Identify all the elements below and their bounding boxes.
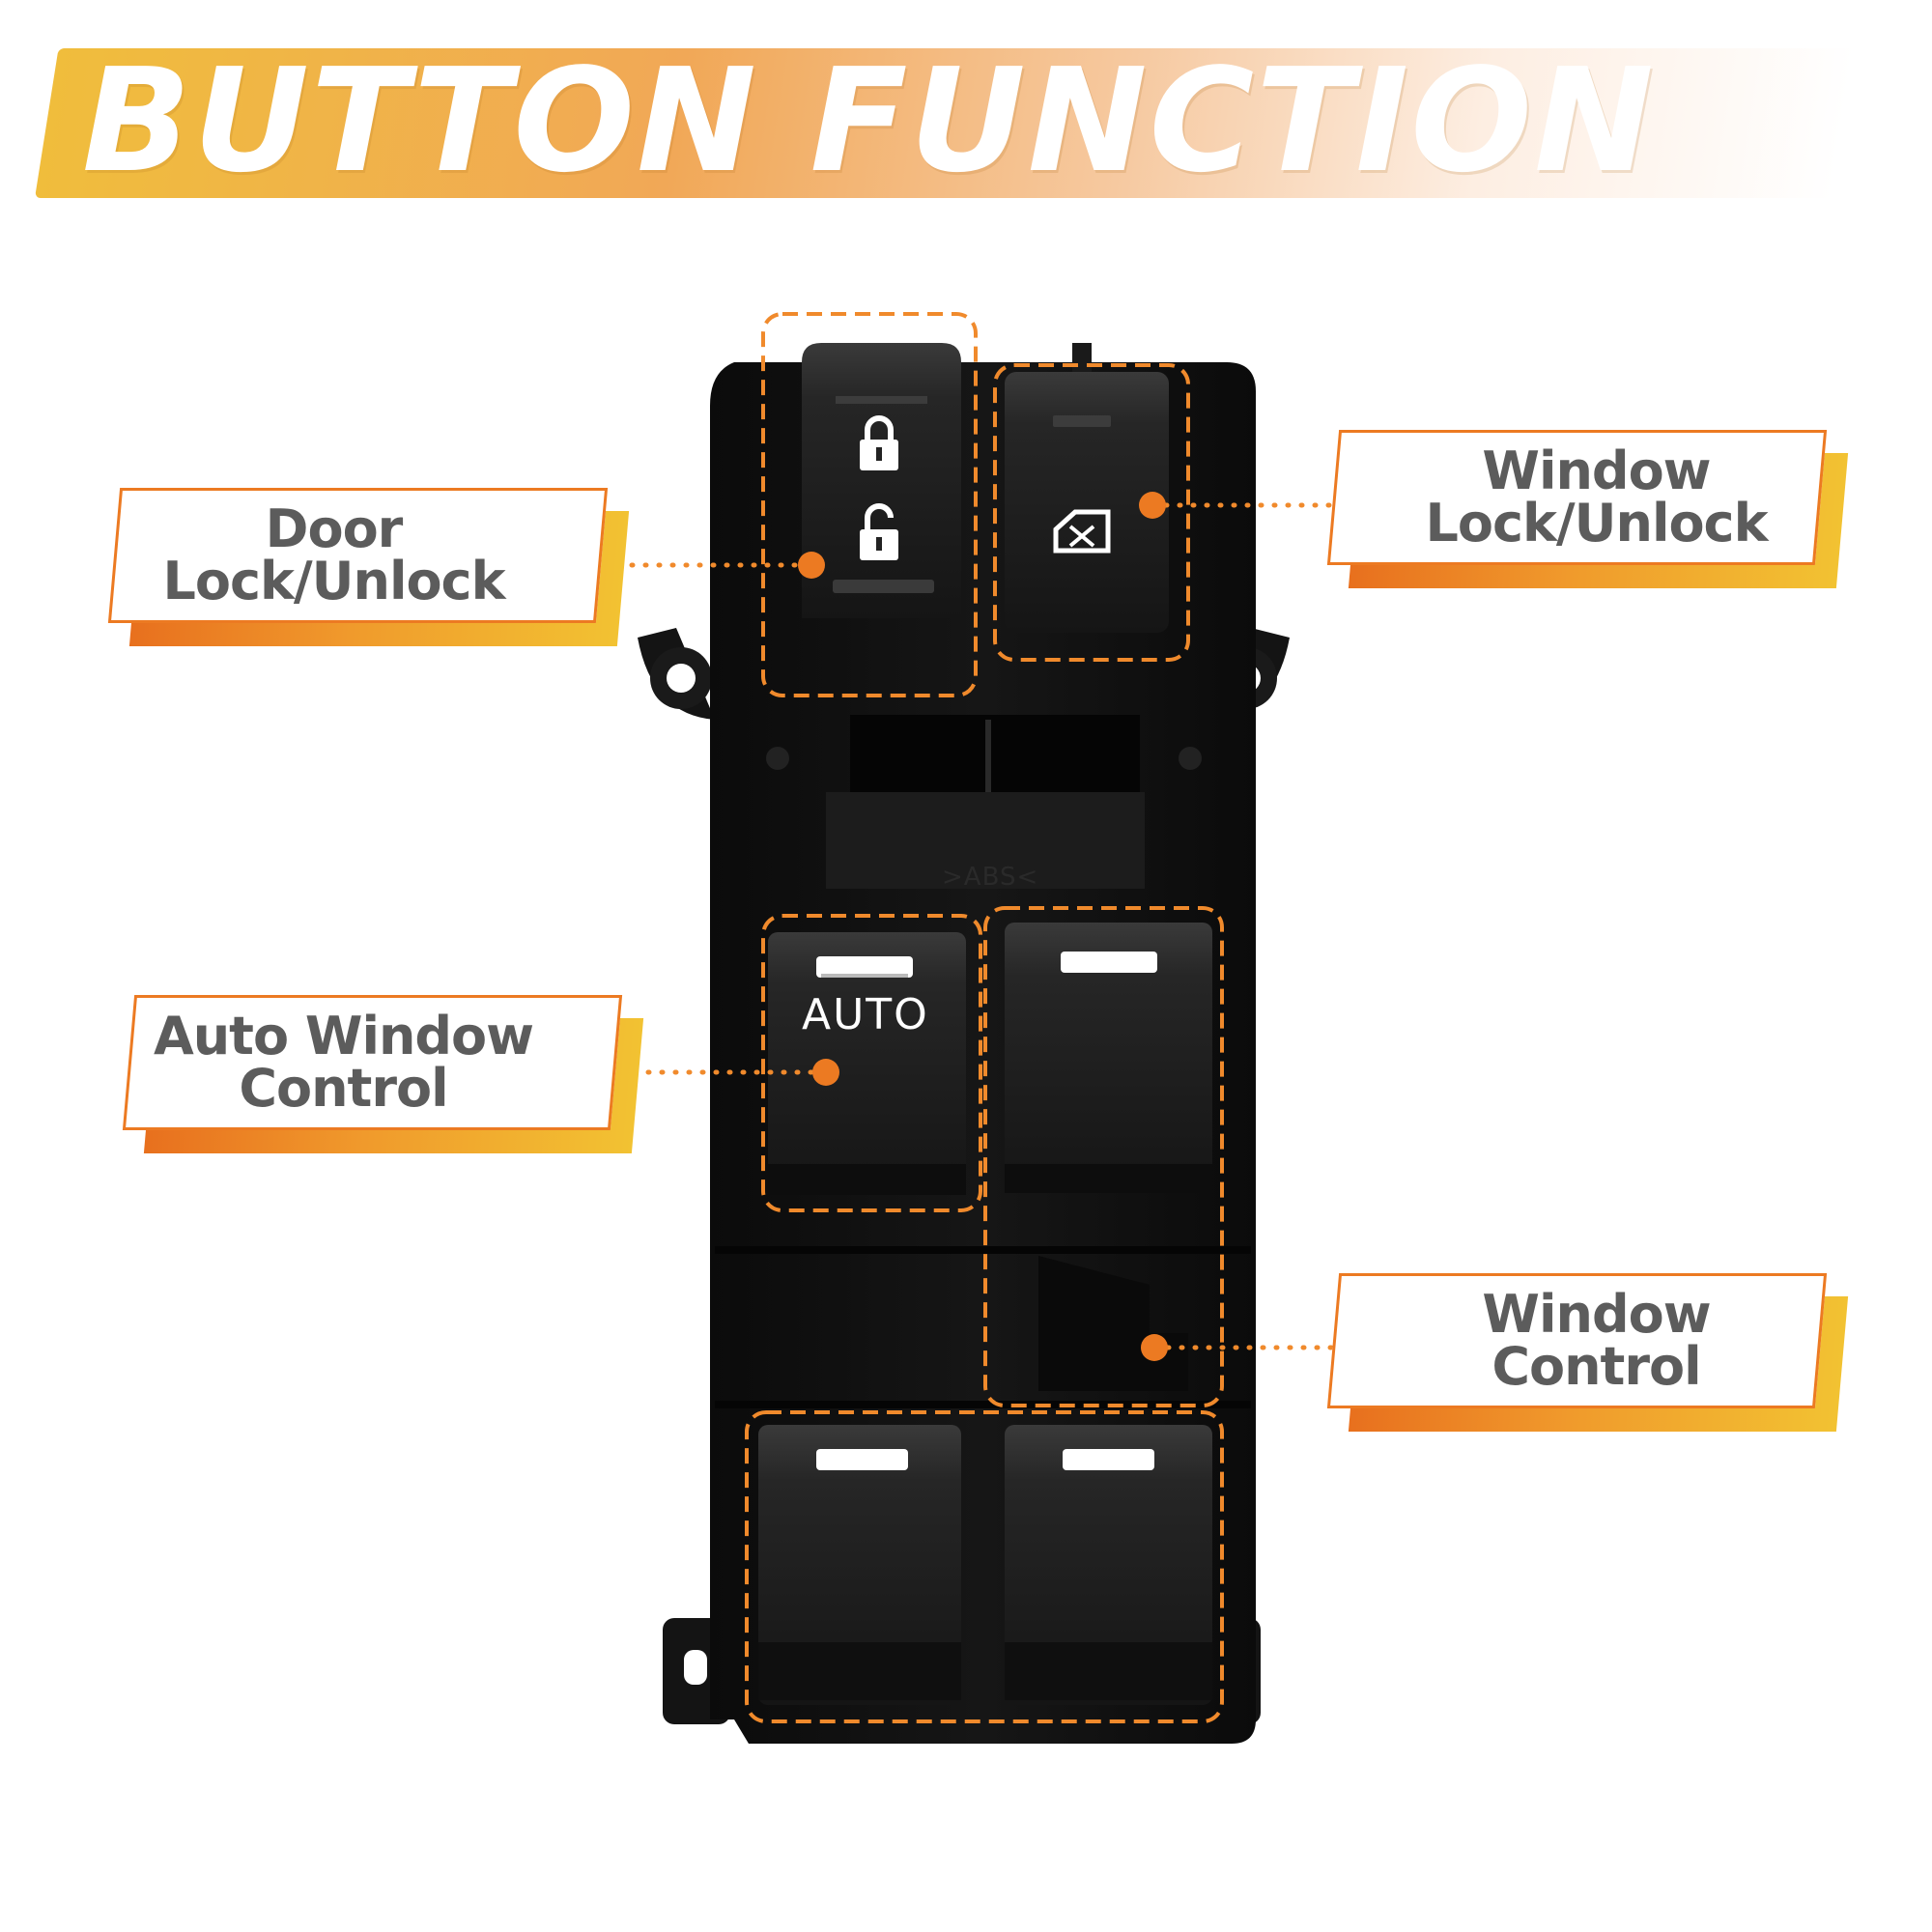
passenger-window-button[interactable] [1005, 923, 1212, 1193]
callout-window-lock-text: Window Lock/Unlock [1425, 440, 1769, 554]
connector-dot [798, 552, 825, 579]
connector-dot [812, 1059, 839, 1086]
highlight-auto-window [761, 914, 982, 1212]
callout-door-lock: Door Lock/Unlock [107, 488, 630, 646]
mounting-tab-left-top [638, 628, 715, 720]
highlight-window-control-front [983, 906, 1224, 1407]
callout-window-lock: Window Lock/Unlock [1326, 430, 1849, 588]
callout-window-control: Window Control [1326, 1273, 1849, 1432]
callout-auto-window: Auto Window Control [122, 995, 644, 1153]
rear-left-window-button[interactable] [758, 1425, 961, 1705]
connector-dot [1141, 1334, 1168, 1361]
window-lock-icon [1053, 509, 1111, 554]
highlight-door-lock [761, 312, 978, 697]
rear-right-window-button[interactable] [1005, 1425, 1212, 1705]
callout-door-lock-text: Door Lock/Unlock [162, 498, 506, 611]
lock-open-icon [860, 503, 898, 560]
window-lock-button[interactable] [1005, 372, 1169, 633]
highlight-window-control-rear [745, 1410, 1224, 1723]
connector-dot [1139, 492, 1166, 519]
callout-window-control-text: Window Control [1482, 1284, 1711, 1397]
door-lock-button[interactable] [802, 343, 961, 618]
abs-engraving: >ABS< [942, 863, 1039, 892]
lock-closed-icon [860, 415, 898, 470]
auto-label: AUTO [802, 990, 929, 1039]
switch-housing [710, 362, 1256, 1744]
auto-window-button[interactable] [768, 932, 966, 1195]
highlight-window-lock [993, 363, 1190, 662]
callout-auto-window-text: Auto Window Control [153, 1006, 534, 1119]
page-title: BUTTON FUNCTION [82, 38, 1656, 204]
